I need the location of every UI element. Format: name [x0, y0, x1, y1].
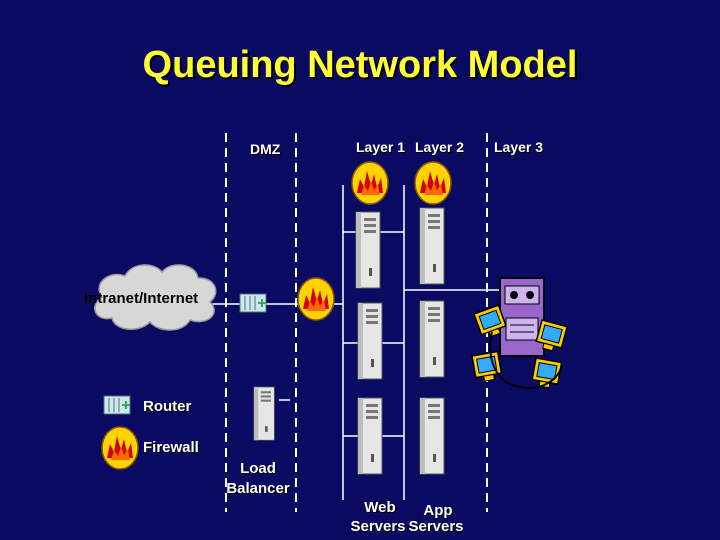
zone-label-layer3: Layer 3	[494, 139, 544, 155]
firewall-icon	[351, 161, 389, 205]
web-servers-label-line1: Web	[364, 499, 396, 516]
server-icon	[355, 211, 381, 289]
cloud-icon	[94, 264, 217, 331]
firewall-icon	[297, 277, 335, 321]
zone-label-dmz: DMZ	[250, 141, 281, 157]
load-balancer-label-line2: Balancer	[226, 480, 290, 497]
server-icon	[357, 397, 383, 475]
zone-label-layer2: Layer 2	[415, 139, 465, 155]
firewall-icon	[414, 161, 452, 205]
zone-label-layer1: Layer 1	[356, 139, 406, 155]
database-cable	[489, 331, 563, 389]
load-balancer-label-line1: Load	[240, 460, 276, 477]
cloud-label: Intranet/Internet	[84, 290, 199, 307]
server-icon	[357, 302, 383, 380]
database-icon	[499, 277, 545, 357]
router-icon	[103, 395, 131, 415]
legend-router-label: Router	[143, 398, 192, 415]
server-icon	[419, 207, 445, 285]
app-servers-label-line1: App	[423, 502, 453, 519]
page-title: Queuing Network Model	[142, 44, 578, 86]
server-icon	[253, 386, 275, 441]
computer-icon	[471, 350, 504, 384]
app-servers-label-line2: Servers	[408, 518, 464, 535]
server-icon	[419, 397, 445, 475]
router-icon	[239, 293, 267, 313]
web-servers-label-line2: Servers	[350, 518, 406, 535]
server-icon	[419, 300, 445, 378]
legend-firewall-label: Firewall	[143, 439, 199, 456]
firewall-icon	[101, 426, 139, 470]
